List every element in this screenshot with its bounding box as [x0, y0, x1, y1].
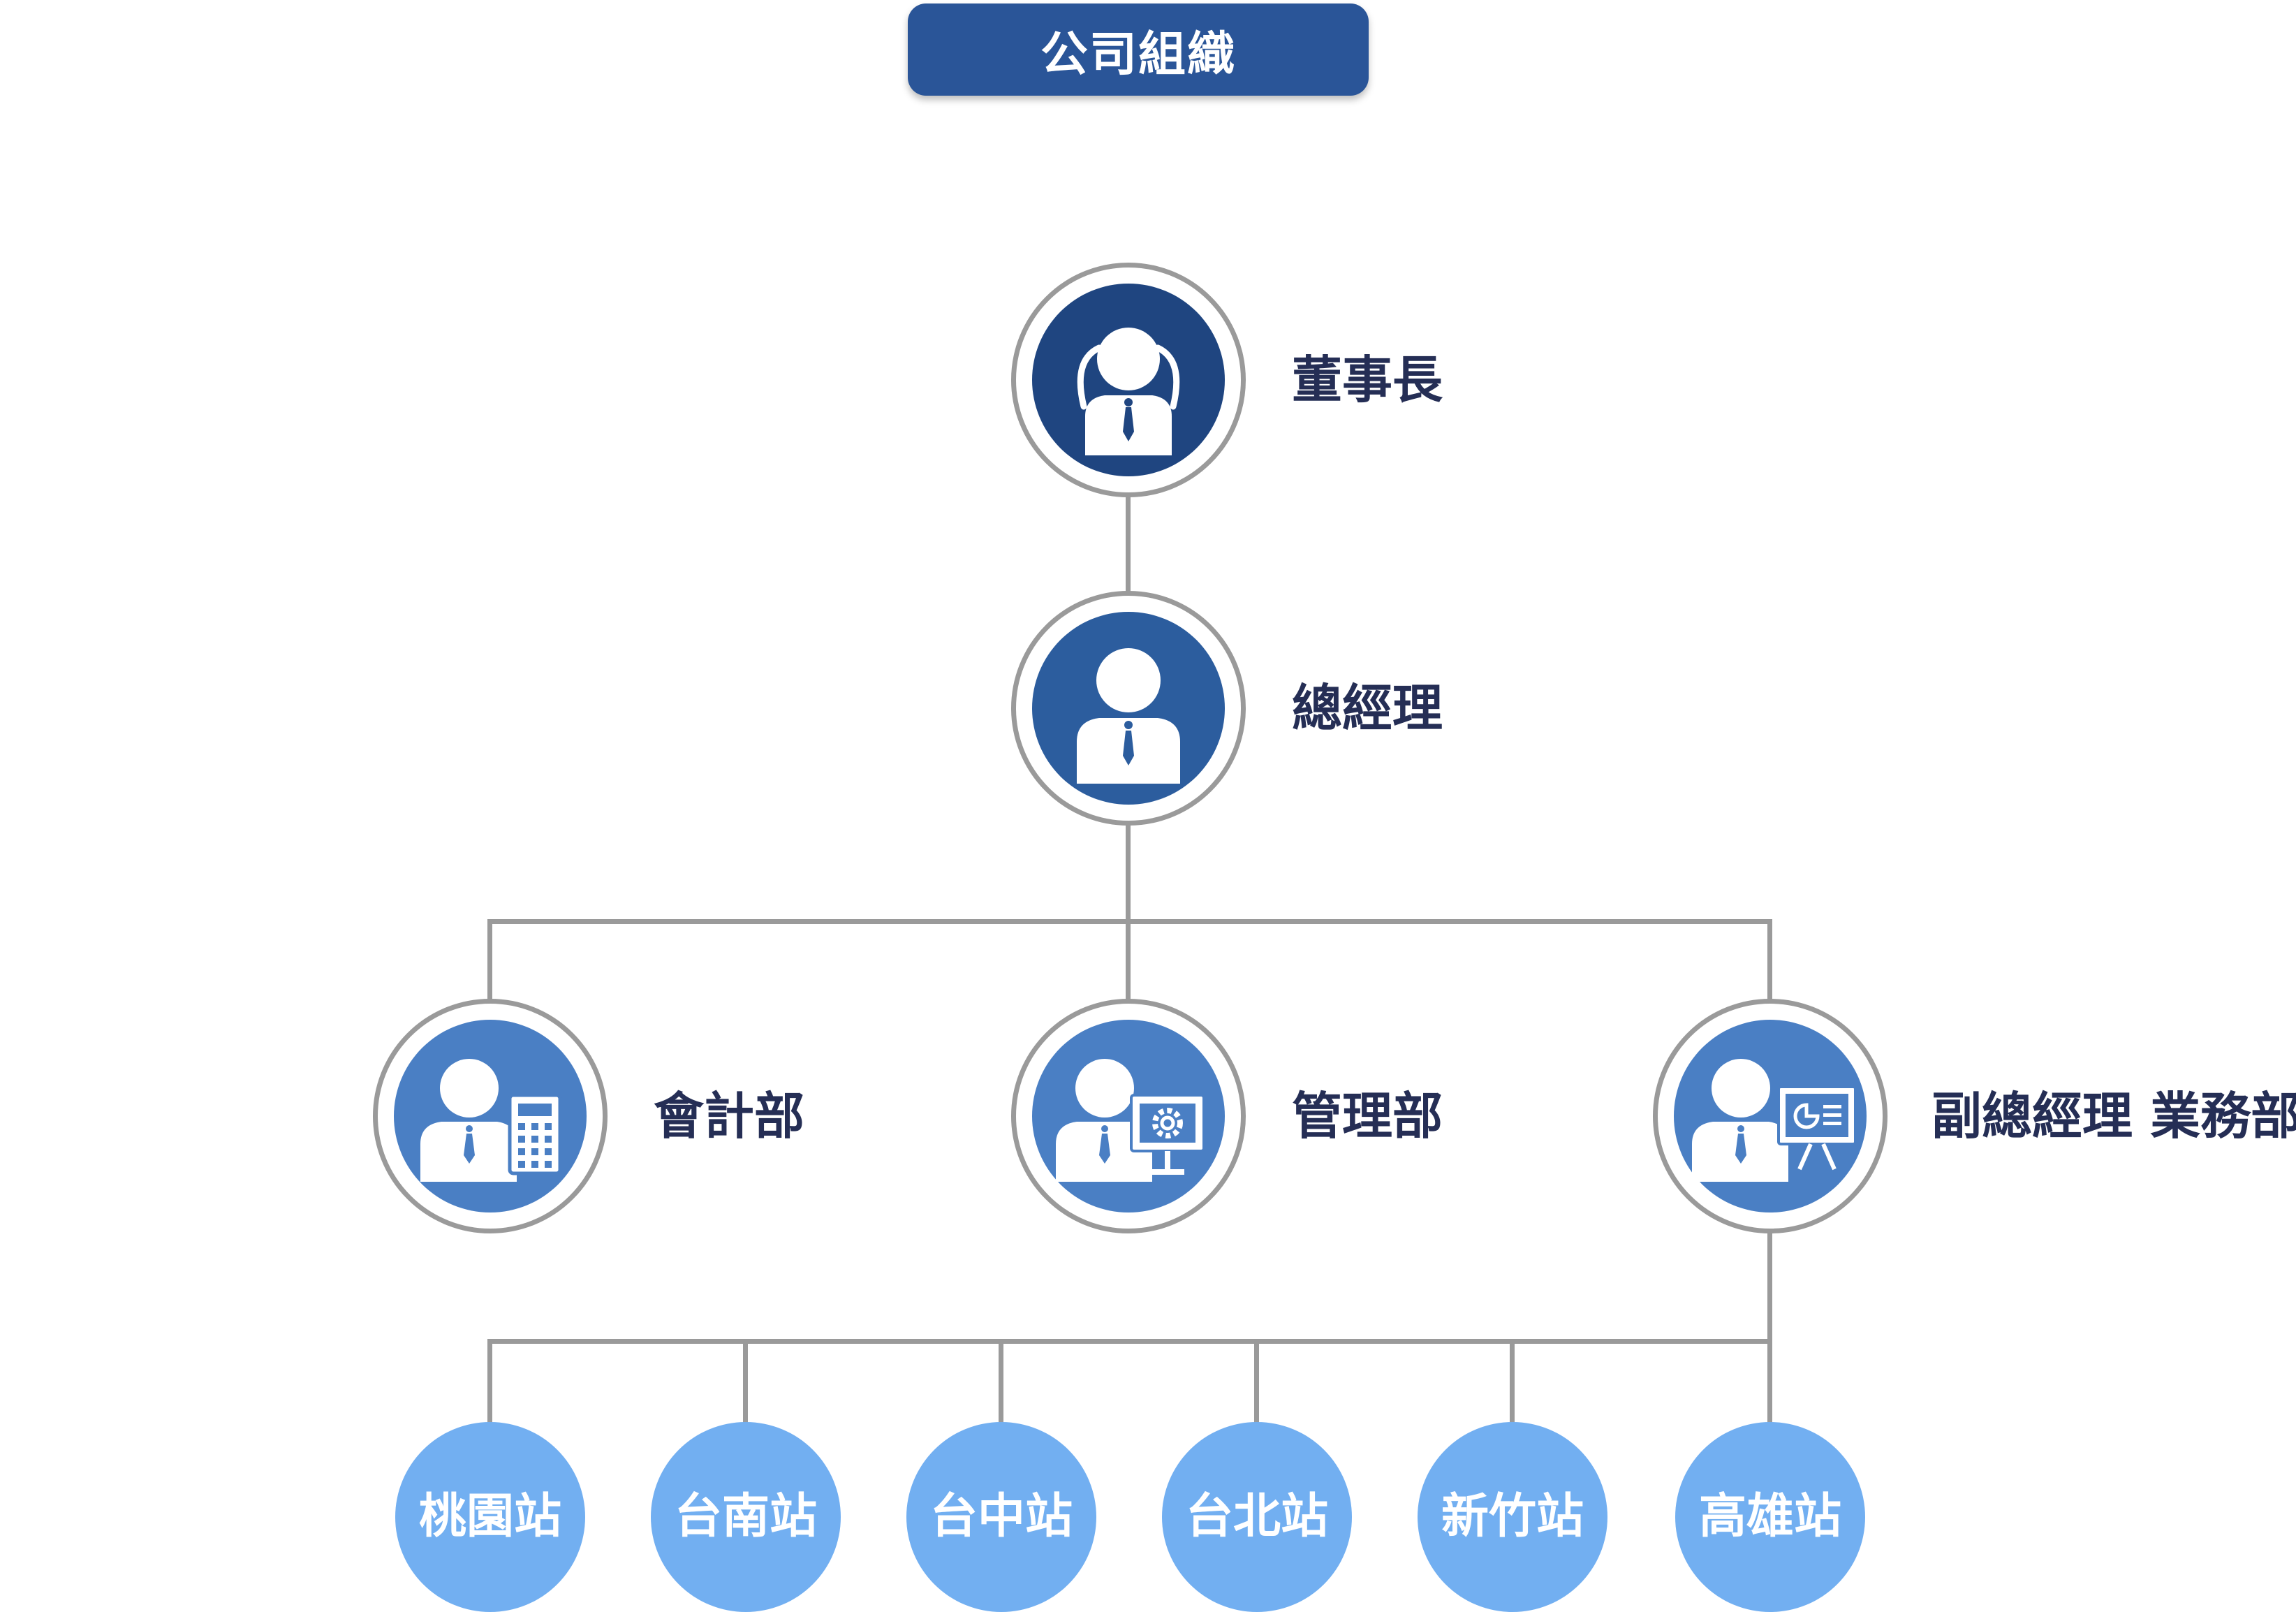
person-icon	[1077, 648, 1180, 784]
chairman-node	[1011, 263, 1246, 497]
connector-gm-down	[1126, 821, 1131, 924]
station-tainan: 台南站	[651, 1422, 841, 1612]
chairman-person-icon	[1077, 328, 1180, 455]
connector-station-4	[1254, 1339, 1259, 1426]
accounting-node	[373, 999, 608, 1233]
gm-node	[1011, 591, 1246, 826]
station-hsinchu: 新竹站	[1418, 1422, 1607, 1612]
connector-station-1	[487, 1339, 492, 1426]
station-taipei: 台北站	[1162, 1422, 1352, 1612]
chairman-label: 董事長	[1292, 351, 1443, 409]
person-calculator-icon	[420, 1059, 562, 1182]
connector-sales-down	[1767, 1228, 1772, 1344]
chairman-disc	[1032, 284, 1225, 476]
accounting-label: 會計部	[654, 1087, 805, 1145]
connector-management	[1126, 919, 1131, 1004]
gm-label: 總經理	[1292, 679, 1443, 738]
sales-disc	[1674, 1020, 1867, 1212]
person-presentation-board-icon	[1692, 1059, 1857, 1182]
management-node	[1011, 999, 1246, 1233]
connector-accounting	[487, 919, 492, 1004]
station-taichung: 台中站	[906, 1422, 1096, 1612]
connector-station-2	[743, 1339, 748, 1426]
chart-title: 公司組織	[908, 3, 1369, 96]
accounting-disc	[394, 1020, 587, 1212]
connector-chairman-gm	[1126, 489, 1131, 599]
sales-node	[1653, 999, 1887, 1233]
connector-station-5	[1510, 1339, 1515, 1426]
gm-disc	[1032, 612, 1225, 805]
person-computer-gear-icon	[1056, 1059, 1205, 1182]
station-taoyuan: 桃園站	[395, 1422, 585, 1612]
station-kaohsiung: 高雄站	[1675, 1422, 1865, 1612]
management-label: 管理部	[1292, 1087, 1443, 1145]
sales-label: 副總經理 業務部	[1931, 1087, 2296, 1145]
connector-station-3	[999, 1339, 1003, 1426]
connector-stations-bar	[487, 1339, 1772, 1344]
connector-sales	[1767, 919, 1772, 1004]
connector-station-6	[1767, 1339, 1772, 1426]
management-disc	[1032, 1020, 1225, 1212]
